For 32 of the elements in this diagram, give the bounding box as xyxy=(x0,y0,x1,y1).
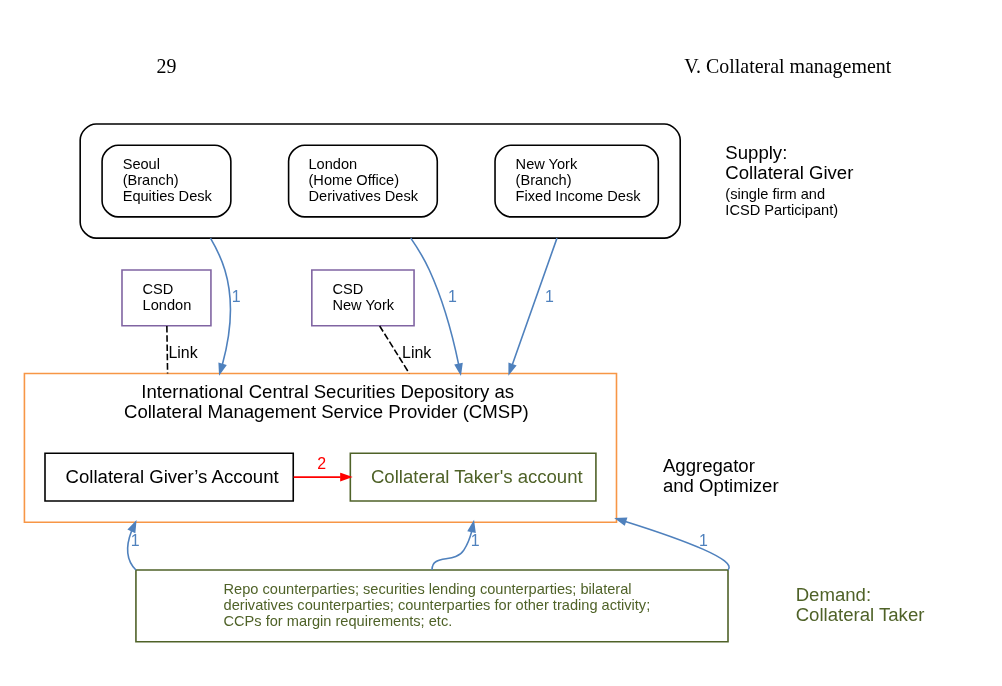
arrow xyxy=(409,237,463,376)
edge-label: 1 xyxy=(231,287,241,305)
label: V. Collateral management xyxy=(684,54,892,77)
edge-label: 1 xyxy=(545,287,554,305)
node-label: Demand: Collateral Taker xyxy=(795,583,925,625)
node-label: Aggregator and Optimizer xyxy=(662,455,779,496)
cluster xyxy=(79,123,681,239)
arrow xyxy=(209,237,232,376)
arrow xyxy=(292,472,353,482)
arrow xyxy=(508,237,558,376)
edge-label: 1 xyxy=(130,531,140,549)
edge-label: 1 xyxy=(470,531,480,549)
arrow xyxy=(431,519,476,571)
node-box: CSD New York xyxy=(311,269,415,327)
node-box: London (Home Office) Derivatives Desk xyxy=(287,144,439,218)
edge-label: Link xyxy=(168,344,198,362)
edge-label: 2 xyxy=(317,454,327,472)
edge-label: Link xyxy=(402,344,432,362)
node-box: New York (Branch) Fixed Income Desk xyxy=(494,144,660,218)
node-box: Collateral Taker's account xyxy=(349,452,597,502)
node-label: Supply: Collateral Giver xyxy=(725,141,854,183)
node-box: Repo counterparties; securities lending counterparties; bilateral derivatives counterparties; counterparties for other trading activity; CCPs for margin requirements; etc. xyxy=(135,569,729,643)
node-box: Collateral Giver’s Account xyxy=(44,452,295,502)
label: 29 xyxy=(156,54,177,77)
node-box: CSD London xyxy=(121,269,212,327)
node-box: Seoul (Branch) Equities Desk xyxy=(101,144,232,218)
edge-label: 1 xyxy=(448,287,457,305)
edge-label: 1 xyxy=(699,531,708,549)
arrow xyxy=(614,517,730,571)
node-label: (single firm and ICSD Participant) xyxy=(725,186,839,219)
connector xyxy=(166,325,169,375)
arrow xyxy=(126,520,137,571)
